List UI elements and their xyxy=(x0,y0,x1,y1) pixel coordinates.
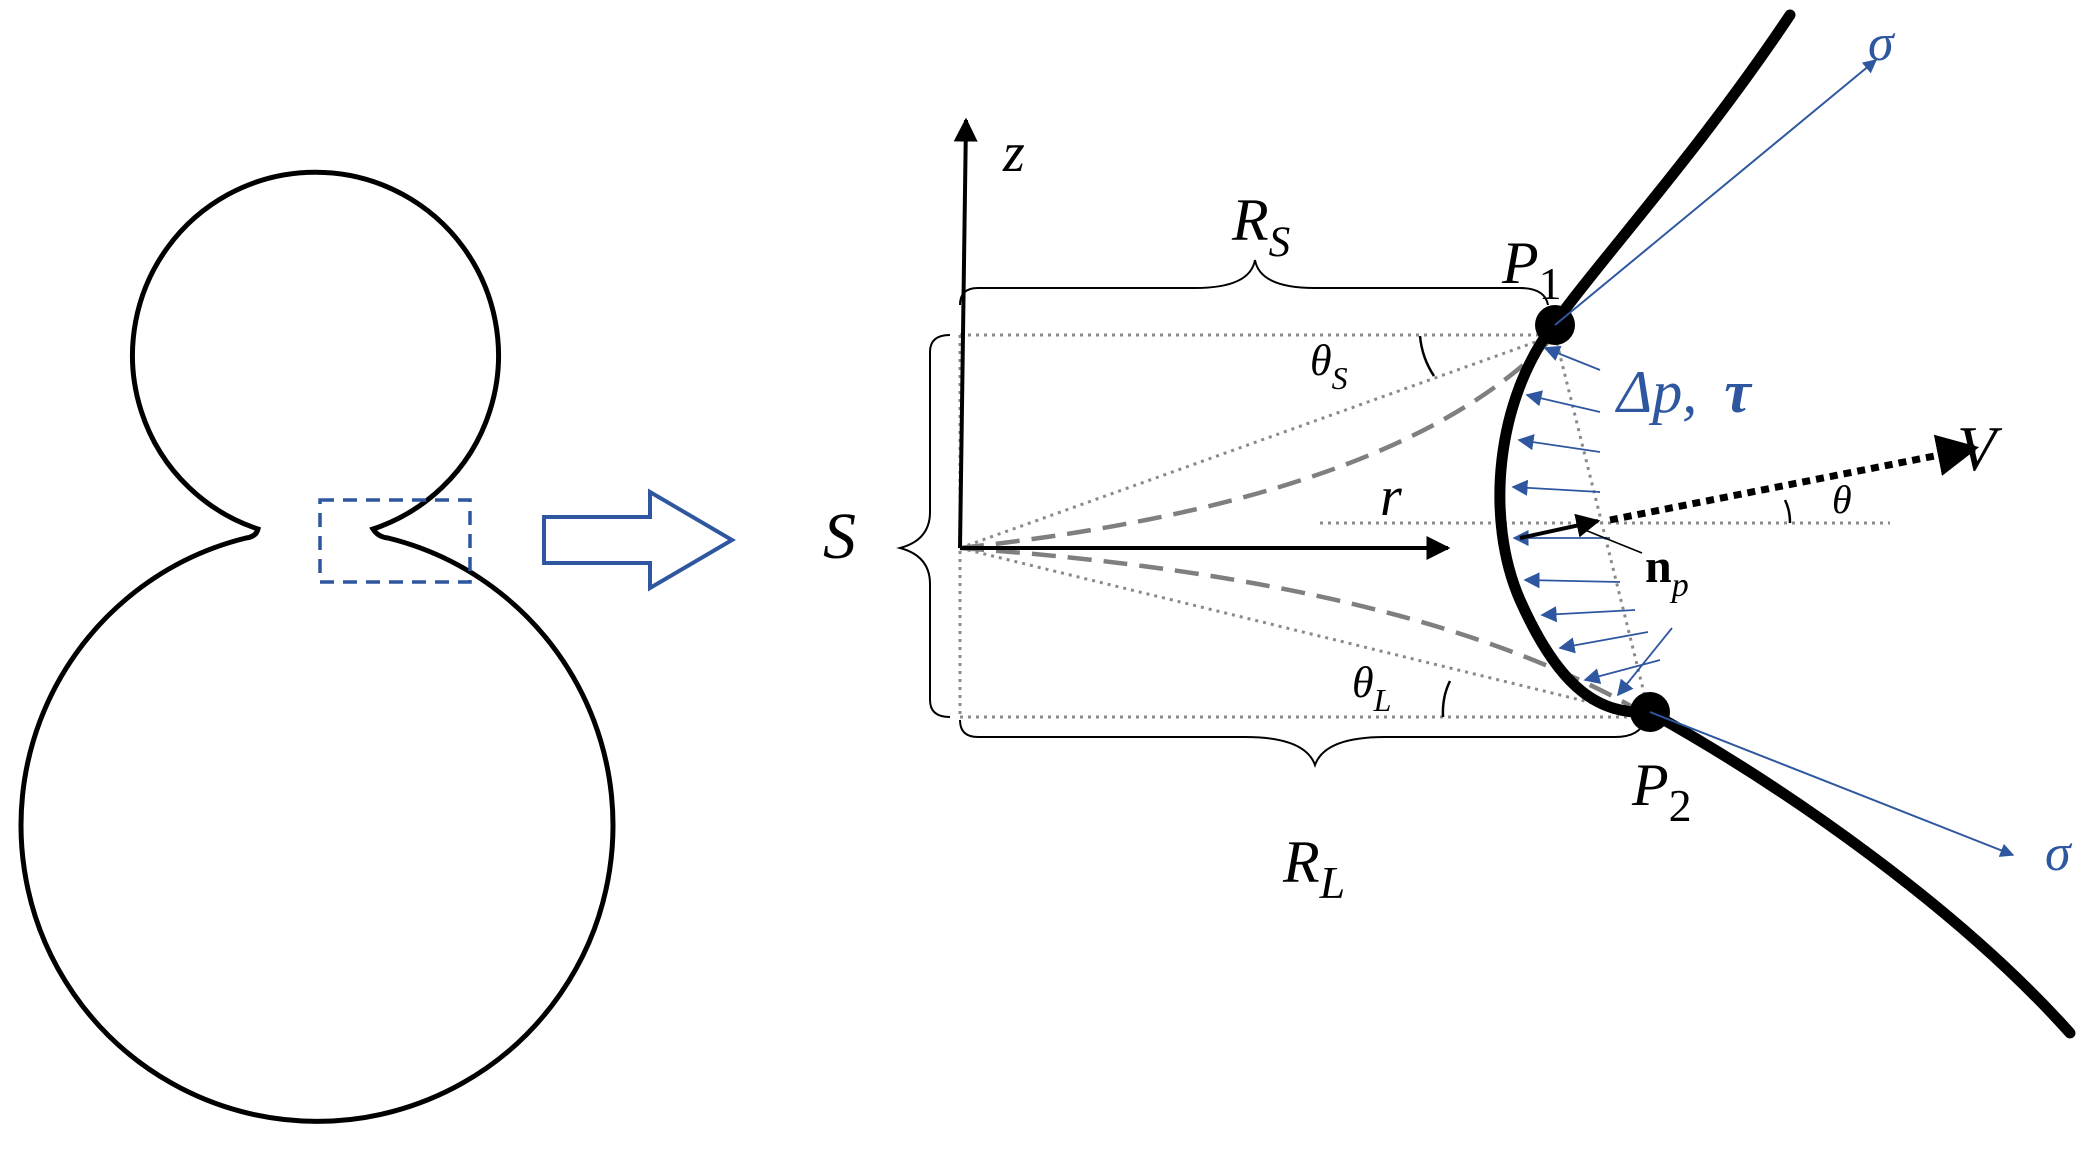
RS-label: RS xyxy=(1231,187,1290,266)
tension-vectors xyxy=(1554,59,2015,857)
RL-label: RL xyxy=(1282,829,1345,908)
tau-text: τ xyxy=(1724,359,1753,425)
r-axis-label: r xyxy=(1380,466,1402,528)
z-axis xyxy=(953,117,978,549)
theta-S-arc xyxy=(1418,335,1436,377)
neck-zoom-box xyxy=(318,498,472,584)
delta-p-text: Δp, xyxy=(1615,359,1697,425)
P2-label: P2 xyxy=(1631,752,1692,831)
angle-arcs xyxy=(1418,335,1792,718)
braces xyxy=(896,259,1646,768)
brace-RL xyxy=(959,719,1646,768)
membrane-contour xyxy=(1494,9,2076,1039)
np-leader xyxy=(1579,527,1643,554)
sigma-top-label: σ xyxy=(1868,15,1896,72)
sigma-bottom-label: σ xyxy=(2045,825,2073,882)
cell-outline xyxy=(18,169,616,1124)
zoom-arrow-icon xyxy=(542,488,736,592)
theta-L-arc xyxy=(1441,680,1452,718)
sigma-top-vector xyxy=(1554,59,1878,326)
np-label: np xyxy=(1645,540,1689,604)
dashed-meridian-curves xyxy=(959,333,1652,719)
theta-arc xyxy=(1783,499,1792,524)
z-axis-label: z xyxy=(1002,122,1025,184)
velocity-vector xyxy=(1609,434,1980,524)
theta-S-label: θS xyxy=(1310,336,1348,396)
cell-doublet-outline xyxy=(18,169,616,1124)
sigma-bottom-vector xyxy=(1649,711,2015,857)
pressure-arrows xyxy=(1511,345,1673,697)
theta-label: θ xyxy=(1832,477,1852,522)
pressure-stress-label: Δp, τ xyxy=(1615,359,1753,425)
brace-S xyxy=(896,334,951,718)
brace-RS xyxy=(959,259,1549,306)
reference-dotted-lines xyxy=(958,333,1890,719)
P1-label: P1 xyxy=(1501,230,1562,309)
S-label: S xyxy=(823,500,856,573)
V-label: V xyxy=(1957,413,2003,484)
axes xyxy=(953,117,1451,560)
theta-L-label: θL xyxy=(1352,658,1391,718)
normal-vector-np xyxy=(1519,513,1601,540)
